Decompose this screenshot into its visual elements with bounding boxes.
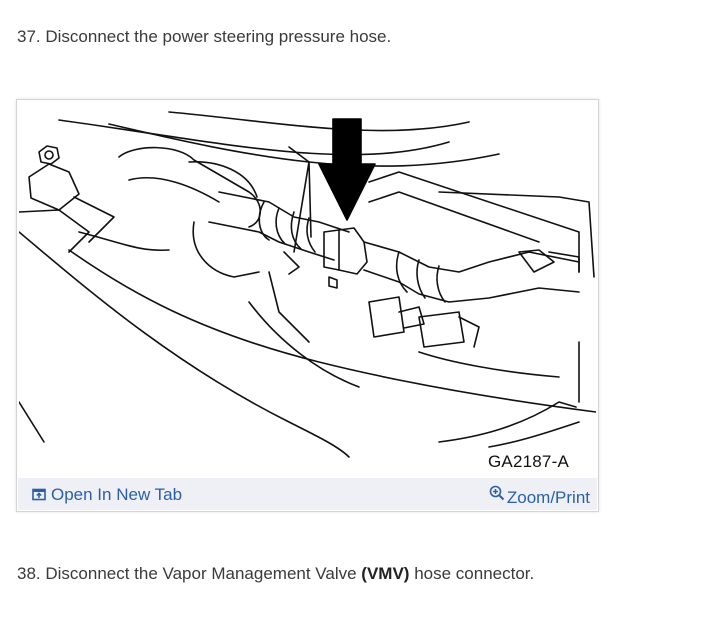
open-in-new-tab-link[interactable]: Open In New Tab (32, 485, 182, 505)
open-in-new-tab-label: Open In New Tab (51, 485, 183, 504)
step-38-text: 38. Disconnect the Vapor Management Valv… (17, 564, 534, 584)
figure-container: GA2187-A Open In New Tab Zoom/Print (16, 99, 599, 512)
figure-code-label: GA2187-A (488, 452, 569, 471)
open-in-new-tab-icon (32, 488, 46, 501)
zoom-magnifier-icon (489, 485, 505, 501)
power-steering-hose-illustration (19, 111, 596, 458)
step-38-text-start: 38. Disconnect the Vapor Management Valv… (17, 564, 362, 583)
step-37-text: 37. Disconnect the power steering pressu… (17, 27, 392, 46)
zoom-print-link[interactable]: Zoom/Print (489, 485, 590, 508)
figure-toolbar: Open In New Tab Zoom/Print (18, 478, 597, 510)
step-38-text-end: hose connector. (409, 564, 535, 583)
step-38-abbreviation: (VMV) (361, 564, 410, 583)
zoom-print-label: Zoom/Print (506, 488, 590, 507)
